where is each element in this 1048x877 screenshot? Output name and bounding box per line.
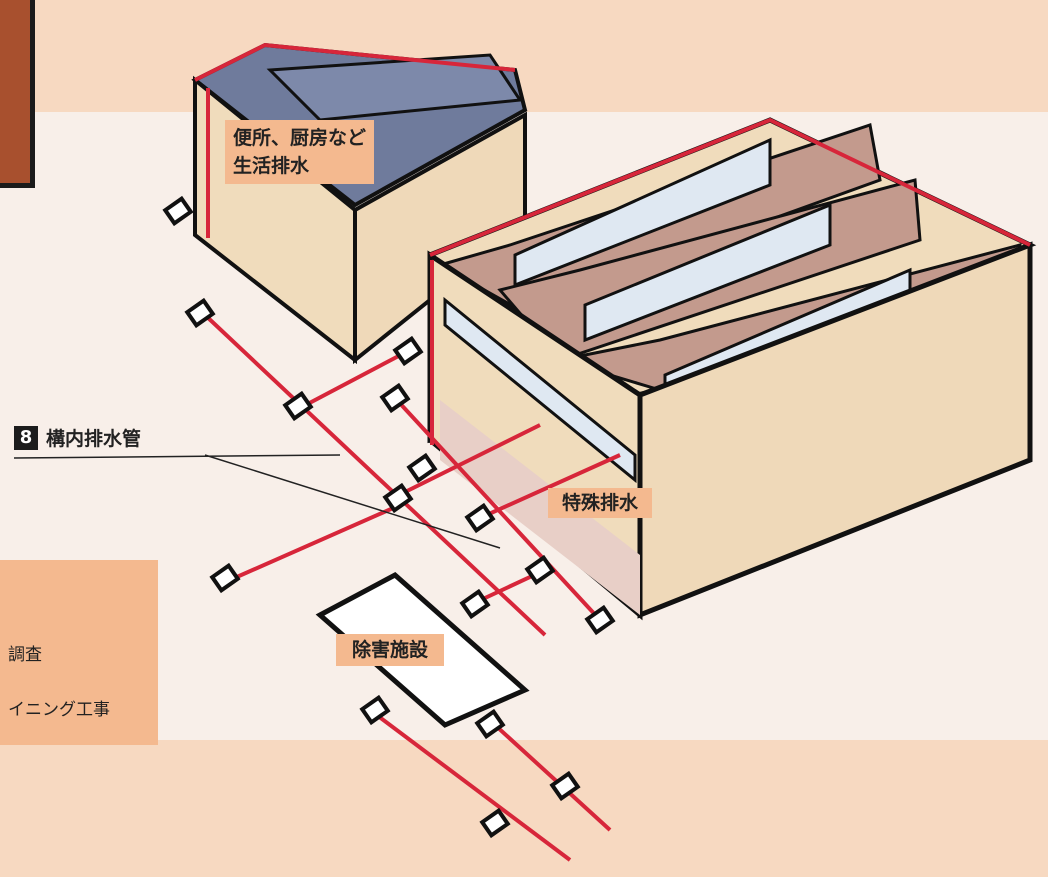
special-drainage-text: 特殊排水 [562, 492, 639, 514]
legend-item-8: 8 構内排水管 [14, 424, 141, 451]
legend-number-badge: 8 [14, 425, 38, 450]
factory-building [427, 117, 1037, 621]
treatment-facility-text: 除害施設 [352, 639, 429, 661]
special-drainage-label: 特殊排水 [548, 488, 653, 518]
domestic-drainage-line2: 生活排水 [233, 155, 310, 177]
callout-line-2: イニング工事 [8, 700, 110, 720]
callout-line-1: 調査 [8, 645, 42, 665]
domestic-drainage-line1: 便所、厨房など [233, 127, 367, 149]
manholes [162, 195, 616, 839]
legend-label: 構内排水管 [46, 428, 142, 450]
treatment-facility-label: 除害施設 [336, 634, 445, 666]
header-corner-block [0, 0, 35, 188]
left-callout-box: 調査 イニング工事 [0, 560, 158, 745]
legend-leader-lines [13, 454, 501, 549]
domestic-drainage-label: 便所、厨房など 生活排水 [225, 120, 375, 184]
